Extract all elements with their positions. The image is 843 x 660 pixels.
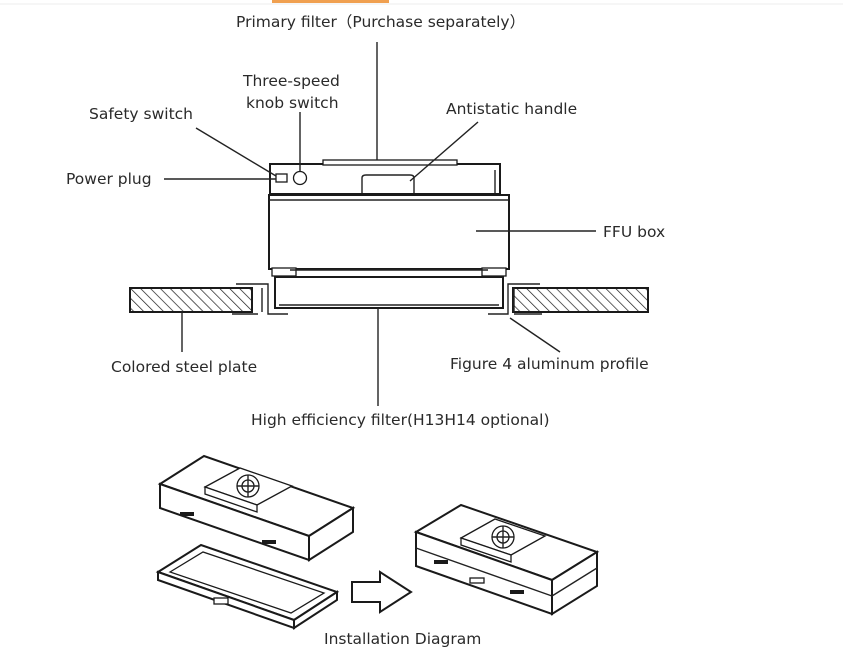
label-colored-steel-plate: Colored steel plate bbox=[111, 358, 257, 376]
label-three-speed-line1: Three-speed bbox=[242, 72, 340, 90]
label-hepa-filter: High efficiency filter(H13H14 optional) bbox=[251, 411, 550, 429]
ffu-cross-section bbox=[129, 159, 649, 315]
label-three-speed-line2: knob switch bbox=[246, 94, 339, 112]
label-ffu-box: FFU box bbox=[603, 223, 665, 241]
label-aluminum-profile: Figure 4 aluminum profile bbox=[450, 355, 649, 373]
power-plug-socket bbox=[275, 173, 288, 183]
ffu-unit-assembled bbox=[413, 503, 600, 616]
top-accent-bar bbox=[272, 0, 389, 3]
ffu-unit-left bbox=[157, 454, 356, 562]
label-installation-diagram: Installation Diagram bbox=[324, 630, 481, 648]
ffu-box-body bbox=[268, 194, 510, 270]
label-primary-filter: Primary filter（Purchase separately） bbox=[236, 13, 525, 31]
antistatic-handle-shape bbox=[361, 174, 415, 193]
label-antistatic-handle: Antistatic handle bbox=[446, 100, 577, 118]
knob-switch bbox=[292, 170, 308, 186]
aluminum-profile-left bbox=[232, 283, 288, 315]
steel-plate-left bbox=[129, 287, 253, 313]
arrow-right bbox=[351, 570, 413, 614]
leader-lines bbox=[164, 42, 596, 406]
label-power-plug: Power plug bbox=[66, 170, 152, 188]
installation-illustration bbox=[155, 454, 600, 630]
steel-plate-right bbox=[512, 287, 649, 313]
aluminum-profile-right bbox=[488, 283, 542, 315]
label-safety-switch: Safety switch bbox=[89, 105, 193, 123]
filter-panel-loose bbox=[155, 543, 340, 630]
hepa-filter bbox=[274, 276, 504, 309]
